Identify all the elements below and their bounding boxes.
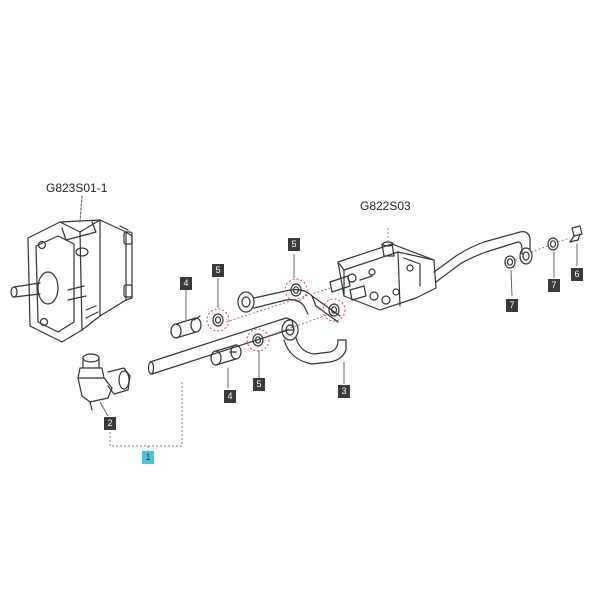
washer-5c[interactable] (252, 333, 264, 347)
valve-reference-label[interactable]: G822S03 (360, 199, 411, 213)
banjo-bolt-small[interactable] (569, 225, 583, 243)
callout-5-lower[interactable]: 5 (253, 378, 265, 391)
banjo-bolt-lower[interactable] (210, 344, 242, 366)
straight-pipe[interactable] (147, 317, 295, 375)
callout-4-lower[interactable]: 4 (224, 390, 236, 403)
callout-7-left[interactable]: 7 (506, 299, 518, 312)
leader-line (510, 269, 513, 297)
seal-highlight (246, 328, 270, 352)
hydraulic-pump[interactable] (10, 219, 133, 343)
callout-4-upper[interactable]: 4 (180, 277, 192, 290)
callout-6[interactable]: 6 (571, 268, 583, 281)
seal-highlight (322, 298, 346, 322)
assembly-line (514, 257, 521, 261)
sealing-washer-7b[interactable] (547, 237, 559, 251)
callout-1[interactable]: 1 (142, 451, 154, 464)
pump-reference-label[interactable]: G823S01-1 (46, 181, 108, 195)
seal-highlight (206, 308, 230, 332)
control-valve[interactable] (329, 241, 437, 311)
banjo-bolt-upper[interactable] (170, 315, 202, 339)
sealing-washer-7a[interactable] (504, 255, 516, 269)
washer-5b[interactable] (290, 283, 302, 297)
washer-5a[interactable] (212, 313, 224, 327)
callout-7-right[interactable]: 7 (548, 279, 560, 292)
bracket-line (109, 380, 183, 447)
washer-near-valve[interactable] (328, 303, 340, 317)
callout-2[interactable]: 2 (104, 417, 116, 430)
assembly-line (530, 245, 549, 253)
assembly-line (557, 237, 571, 243)
callout-5-left[interactable]: 5 (212, 264, 224, 277)
elbow-fitting[interactable] (77, 353, 131, 411)
callout-5-center[interactable]: 5 (288, 238, 300, 251)
leader-line (99, 401, 109, 417)
assembly-line (267, 313, 331, 337)
bent-pipe-upper[interactable] (433, 231, 533, 283)
callout-3[interactable]: 3 (338, 385, 350, 398)
seal-highlight (284, 278, 308, 302)
